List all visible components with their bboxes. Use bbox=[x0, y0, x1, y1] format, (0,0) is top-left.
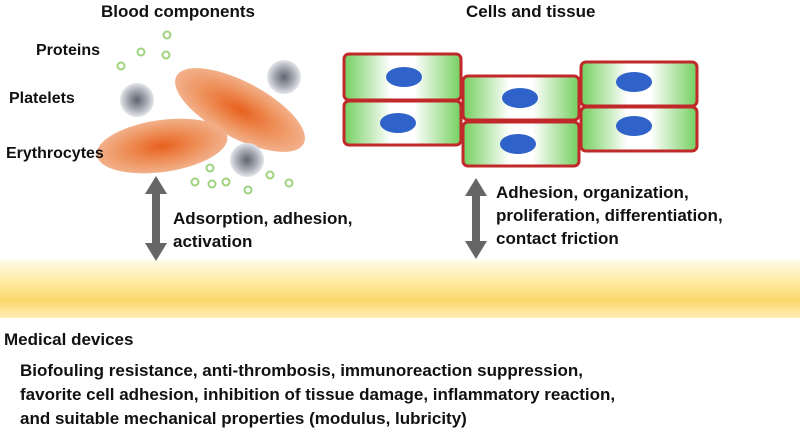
requirement-line: and suitable mechanical properties (modu… bbox=[20, 409, 467, 428]
cell-interaction-line: Adhesion, organization, bbox=[496, 183, 689, 202]
platelet bbox=[230, 143, 264, 177]
blood-interaction-line: Adsorption, adhesion, bbox=[173, 209, 353, 228]
protein bbox=[190, 177, 200, 187]
protein bbox=[207, 179, 217, 189]
protein bbox=[221, 177, 231, 187]
nucleus bbox=[380, 113, 416, 133]
protein bbox=[162, 30, 172, 40]
cell-interaction-text: Adhesion, organization, proliferation, d… bbox=[496, 181, 723, 250]
arrow-cell-interaction bbox=[465, 178, 487, 259]
protein bbox=[243, 185, 253, 195]
requirement-line: Biofouling resistance, anti-thrombosis, … bbox=[20, 361, 583, 380]
platelet bbox=[267, 60, 301, 94]
arrow-blood-interaction bbox=[145, 176, 167, 261]
protein bbox=[284, 178, 294, 188]
cell-interaction-line: contact friction bbox=[496, 229, 619, 248]
cells-tissue-title: Cells and tissue bbox=[466, 2, 596, 21]
protein bbox=[136, 47, 146, 57]
protein bbox=[116, 61, 126, 71]
nucleus bbox=[502, 88, 538, 108]
protein bbox=[205, 163, 215, 173]
protein bbox=[265, 170, 275, 180]
proteins-label: Proteins bbox=[36, 42, 101, 59]
cell-interaction-line: proliferation, differentiation, bbox=[496, 206, 723, 225]
blood-interaction-text: Adsorption, adhesion, activation bbox=[173, 207, 352, 253]
erythrocyte bbox=[175, 68, 305, 152]
blood-components-title: Blood components bbox=[101, 2, 255, 21]
medical-devices-title: Medical devices bbox=[4, 330, 134, 349]
platelets-label: Platelets bbox=[9, 90, 75, 107]
nucleus bbox=[386, 67, 422, 87]
nuclei bbox=[380, 67, 652, 154]
nucleus bbox=[616, 72, 652, 92]
erythrocytes-label: Erythrocytes bbox=[6, 145, 104, 162]
protein bbox=[161, 50, 171, 60]
medical-device-surface bbox=[0, 260, 800, 318]
device-requirements: Biofouling resistance, anti-thrombosis, … bbox=[20, 359, 615, 431]
protein-group bbox=[116, 30, 294, 195]
nucleus bbox=[616, 116, 652, 136]
nucleus bbox=[500, 134, 536, 154]
blood-interaction-line: activation bbox=[173, 232, 253, 251]
platelet bbox=[120, 83, 154, 117]
requirement-line: favorite cell adhesion, inhibition of ti… bbox=[20, 385, 616, 404]
erythrocyte bbox=[96, 118, 228, 174]
